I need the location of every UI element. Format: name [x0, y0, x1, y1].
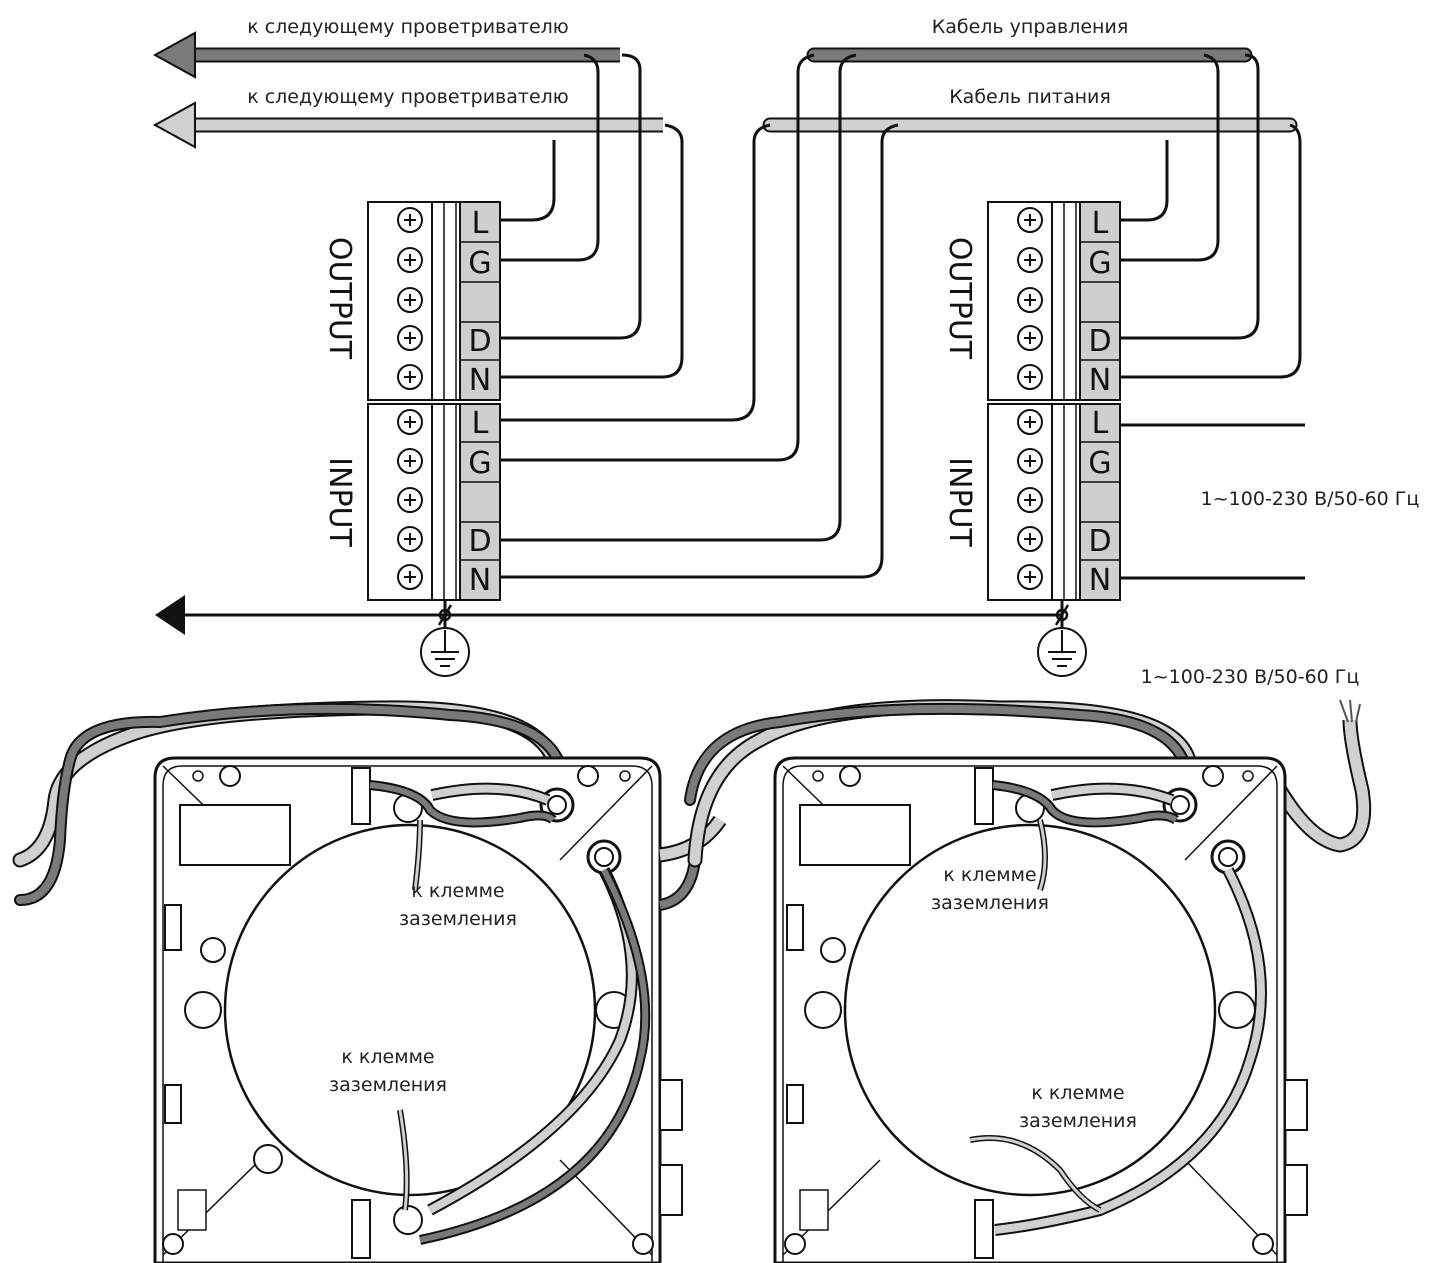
supply-wires — [1120, 423, 1305, 580]
label-ground-terminal: заземления — [329, 1074, 447, 1096]
terminal-label: D — [468, 524, 491, 559]
output-block-label: OUTPUT — [322, 237, 357, 360]
label-supply-bottom-right: 1~100-230 В/50-60 Гц — [1141, 666, 1360, 688]
screw-icon — [1017, 409, 1043, 590]
screw-icon — [1017, 207, 1043, 390]
label-to-next-fan-second: к следующему проветривателю — [247, 86, 569, 108]
terminal-label: G — [1088, 246, 1111, 281]
right-input-terminal-block: L G D N INPUT — [942, 403, 1121, 601]
terminal-label: L — [472, 206, 489, 241]
ground-icon — [1037, 627, 1087, 677]
terminal-label: G — [468, 246, 491, 281]
terminal-label: N — [1089, 563, 1111, 598]
terminal-label: N — [1089, 363, 1111, 398]
label-ground-terminal: заземления — [1019, 1110, 1137, 1132]
ground-bus — [155, 595, 1087, 677]
terminal-label: L — [1092, 206, 1109, 241]
ground-icon — [420, 627, 470, 677]
label-ground-terminal: к клемме — [943, 864, 1036, 886]
screw-icon — [397, 409, 423, 590]
label-ground-terminal: заземления — [931, 892, 1049, 914]
label-to-next-fan-top: к следующему проветривателю — [247, 16, 569, 38]
left-output-terminal-block: L G D N OUTPUT — [322, 201, 501, 401]
control-cable-to-next-fan — [152, 31, 620, 79]
input-block-label: INPUT — [322, 457, 357, 547]
terminal-label: D — [1088, 324, 1111, 359]
left-fan-housing — [12, 700, 727, 1263]
left-input-wires — [500, 53, 899, 579]
terminal-label: N — [469, 563, 491, 598]
left-input-terminal-block: L G D N INPUT — [322, 403, 501, 601]
terminal-label: L — [472, 406, 489, 441]
supply-wire-ends — [1339, 699, 1361, 723]
terminal-label: D — [1088, 524, 1111, 559]
power-cable-to-next-fan — [152, 101, 663, 149]
right-output-terminal-block: L G D N OUTPUT — [942, 201, 1121, 401]
label-power-cable: Кабель питания — [949, 86, 1111, 108]
terminal-label: D — [468, 324, 491, 359]
label-ground-terminal: к клемме — [341, 1046, 434, 1068]
ground-clamp-icon — [437, 604, 1070, 626]
label-ground-terminal: к клемме — [411, 880, 504, 902]
terminal-label: L — [1092, 406, 1109, 441]
label-control-cable: Кабель управления — [932, 16, 1129, 38]
terminal-label: G — [468, 446, 491, 481]
output-block-label: OUTPUT — [942, 237, 977, 360]
right-output-wires — [1120, 53, 1302, 379]
input-block-label: INPUT — [942, 457, 977, 547]
terminal-label: G — [1088, 446, 1111, 481]
label-ground-terminal: к клемме — [1031, 1082, 1124, 1104]
label-supply-right: 1~100-230 В/50-60 Гц — [1201, 488, 1420, 510]
left-output-wires — [500, 53, 684, 379]
right-fan-housing — [684, 699, 1372, 1263]
screw-icon — [397, 207, 423, 390]
terminal-label: N — [469, 363, 491, 398]
label-ground-terminal: заземления — [399, 908, 517, 930]
